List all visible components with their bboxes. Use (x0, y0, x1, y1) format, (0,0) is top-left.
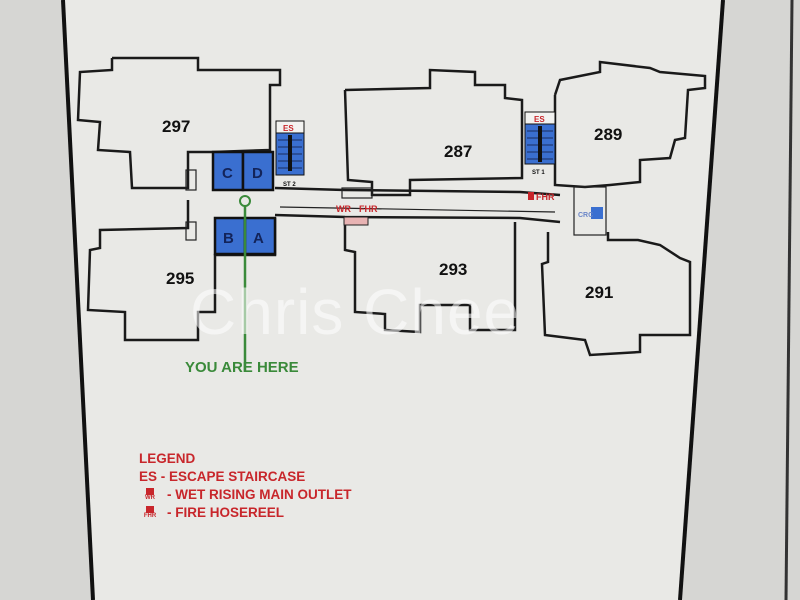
unit-293-label: 293 (439, 260, 467, 279)
unit-295-outline (86, 200, 277, 342)
crc-label: CRC (578, 212, 593, 219)
wr-symbol-label: WR (145, 495, 155, 501)
corridor-top (274, 186, 561, 197)
fhr-label: FHR (359, 204, 378, 214)
unit-291-outline (540, 232, 692, 357)
board-edge-left (61, 0, 95, 600)
escape-staircase-st2: ES ST 2 (275, 120, 305, 188)
legend-fhr: FHR - FIRE HOSEREEL (139, 504, 352, 522)
legend: LEGEND ES - ESCAPE STAIRCASE WR - WET RI… (139, 450, 352, 522)
lift-a-label: A (253, 230, 264, 247)
unit-289-outline (553, 60, 707, 189)
corridor-bottom (274, 213, 561, 224)
es-label: ES (534, 115, 545, 124)
unit-291-label: 291 (585, 283, 613, 302)
lift-lobby-ba: B A (213, 216, 277, 256)
legend-wr-text: - WET RISING MAIN OUTLET (167, 487, 352, 502)
you-are-here-marker (239, 195, 251, 207)
lift-b-label: B (223, 230, 234, 247)
fhr-marker (528, 192, 534, 200)
wr-symbol-icon: WR (139, 488, 161, 502)
watermark: Chris Chee (190, 276, 521, 348)
lift-c-label: C (222, 165, 233, 182)
stair-name: ST 2 (283, 182, 296, 188)
lift-lobby-cd: C D (211, 150, 275, 192)
board-edge-far (784, 0, 794, 600)
es-label: ES (283, 124, 294, 133)
unit-297-label: 297 (162, 117, 190, 136)
duct (185, 221, 197, 241)
legend-title: LEGEND (139, 451, 196, 466)
unit-293-outline (343, 222, 517, 334)
fhr-symbol-icon: FHR (139, 506, 161, 520)
escape-staircase-st1: ES ST 1 (524, 111, 556, 176)
service-room (573, 186, 607, 236)
fhr-symbol-label: FHR (143, 513, 157, 519)
wr-fhr-box (343, 216, 369, 226)
crc-marker (591, 207, 603, 219)
unit-287-outline (343, 68, 524, 197)
legend-es: ES - ESCAPE STAIRCASE (139, 469, 306, 484)
you-are-here-label: YOU ARE HERE (185, 359, 299, 376)
unit-287-label: 287 (444, 142, 472, 161)
wr-label: WR (336, 204, 351, 214)
fhr-label: FHR (536, 192, 555, 202)
unit-289-label: 289 (594, 125, 622, 144)
legend-fhr-text: - FIRE HOSEREEL (167, 505, 285, 520)
stair-name: ST 1 (532, 170, 545, 176)
lift-d-label: D (252, 165, 263, 182)
unit-295-label: 295 (166, 269, 194, 288)
board-edge-right (678, 0, 725, 600)
riser-box (341, 187, 373, 199)
corridor-line (279, 206, 556, 213)
legend-wr: WR - WET RISING MAIN OUTLET (139, 486, 352, 504)
sign-board (64, 0, 724, 600)
duct (185, 169, 197, 191)
